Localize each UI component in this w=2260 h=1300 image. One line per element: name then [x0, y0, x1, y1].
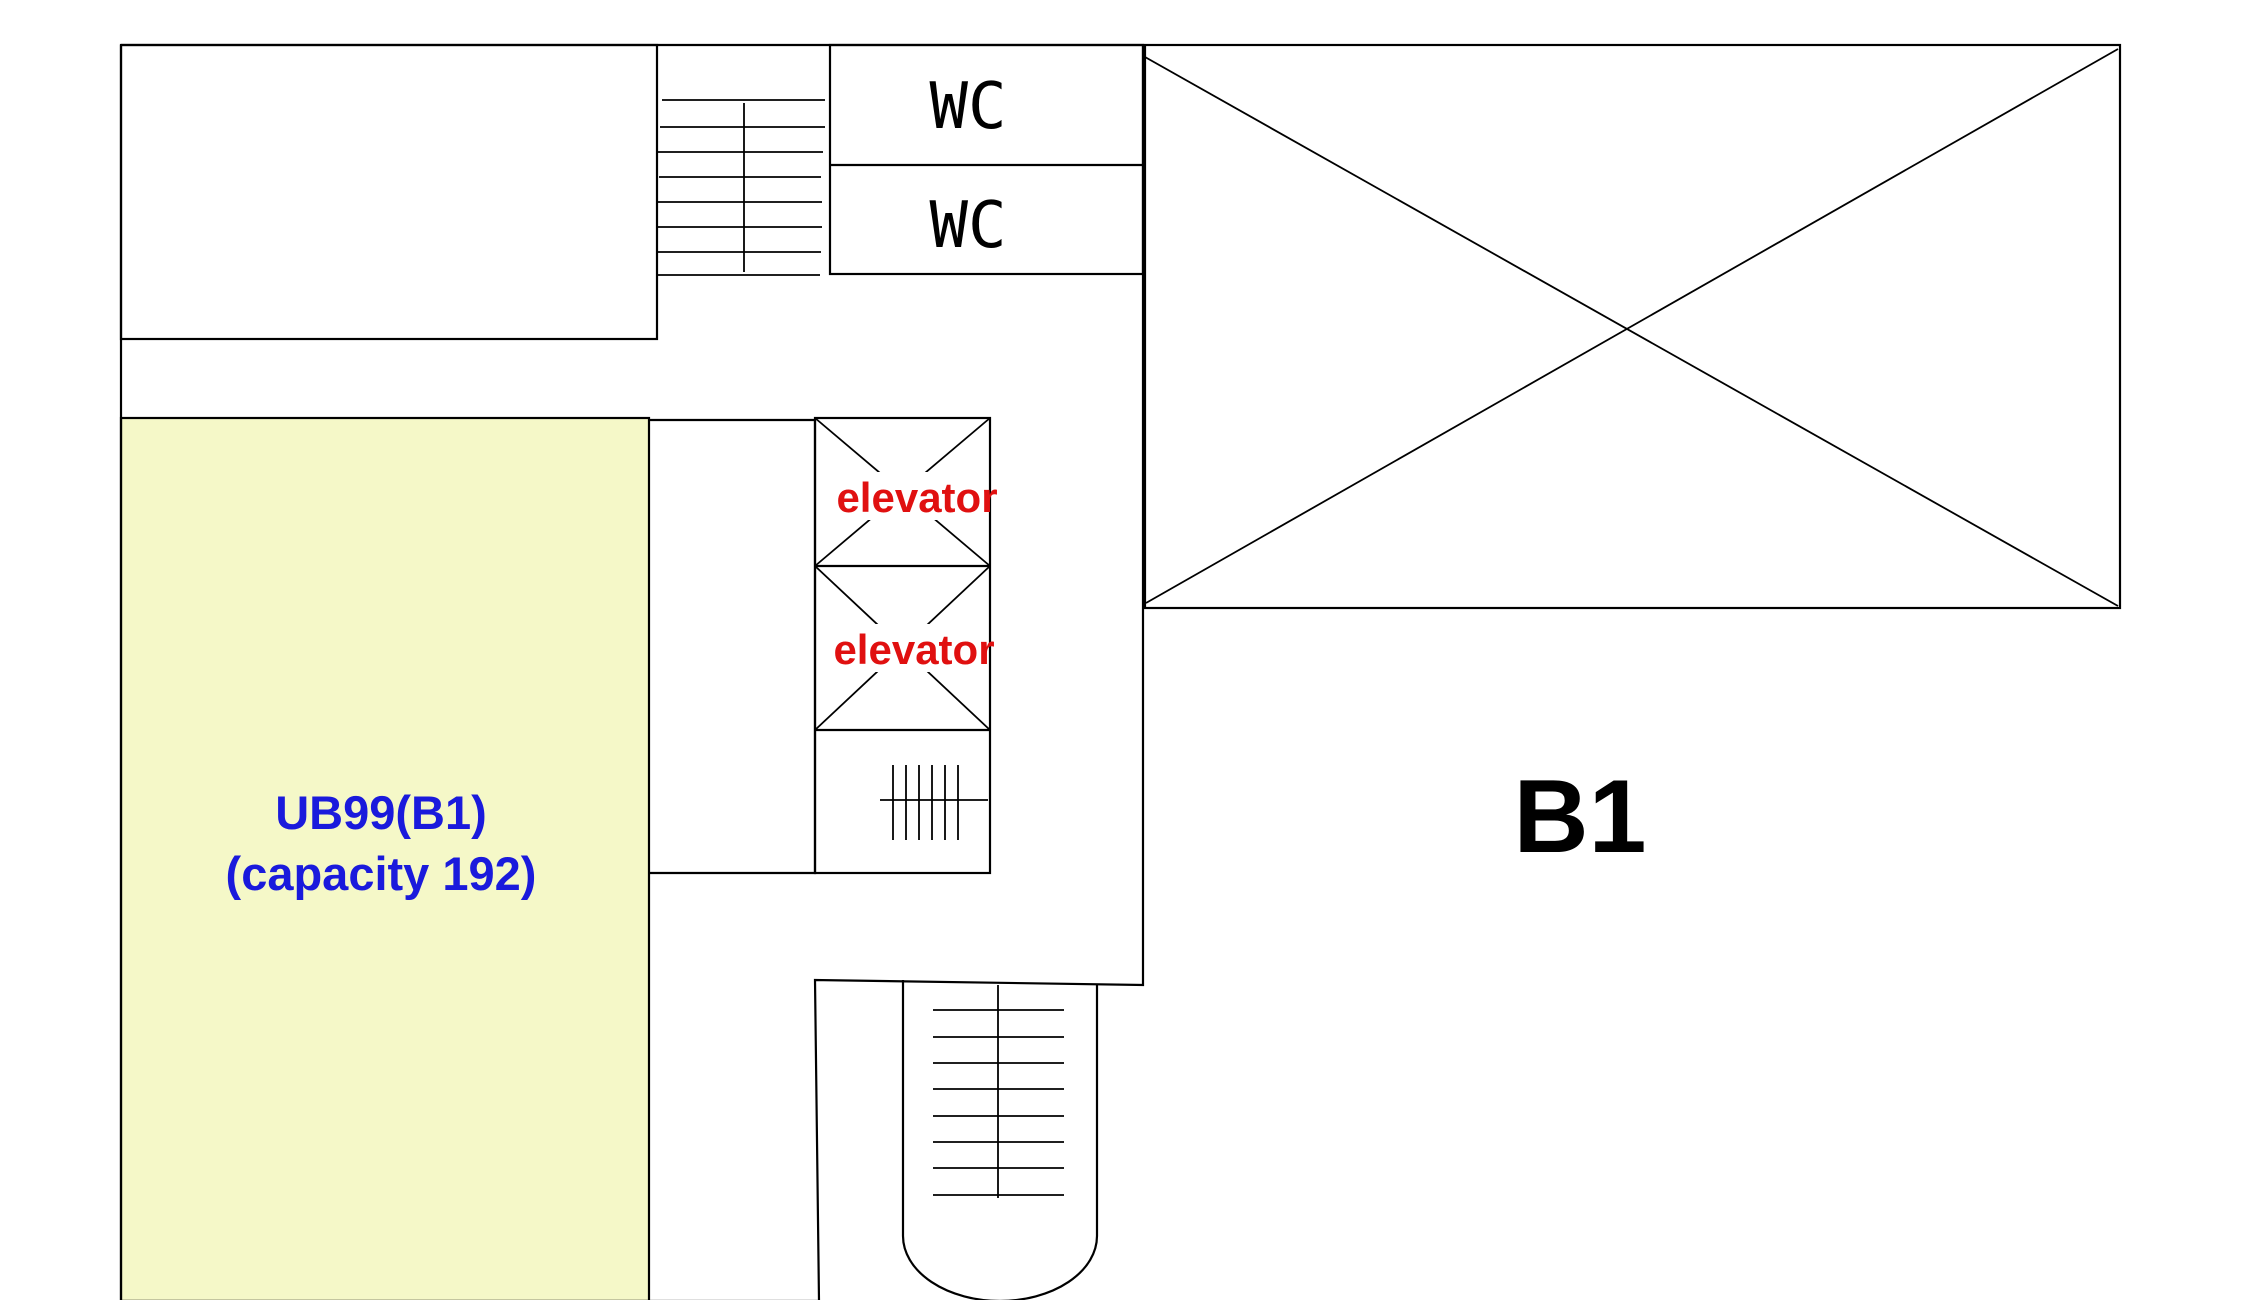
room-capacity-label: (capacity 192) — [226, 847, 537, 900]
south-staircase — [901, 980, 1099, 1300]
elevator-1-label: elevator — [836, 474, 997, 521]
restroom-2-label: WC — [929, 189, 1006, 263]
floor-label: B1 — [1514, 759, 1647, 875]
room-ub99[interactable] — [119, 416, 651, 1300]
core-staircase — [880, 765, 988, 840]
central-core-outline — [649, 418, 817, 875]
restroom-block — [828, 43, 1145, 276]
elevator-shaft-block — [813, 416, 992, 875]
room-name-label: UB99(B1) — [275, 786, 487, 839]
elevator-2-label-bg — [826, 624, 978, 672]
elevator-2-label: elevator — [833, 626, 994, 673]
elevator-1-label-bg — [828, 472, 978, 520]
north-staircase — [656, 99, 825, 276]
open-void — [1143, 43, 2122, 610]
room-top-left — [119, 43, 659, 341]
restroom-1-label: WC — [929, 70, 1006, 144]
